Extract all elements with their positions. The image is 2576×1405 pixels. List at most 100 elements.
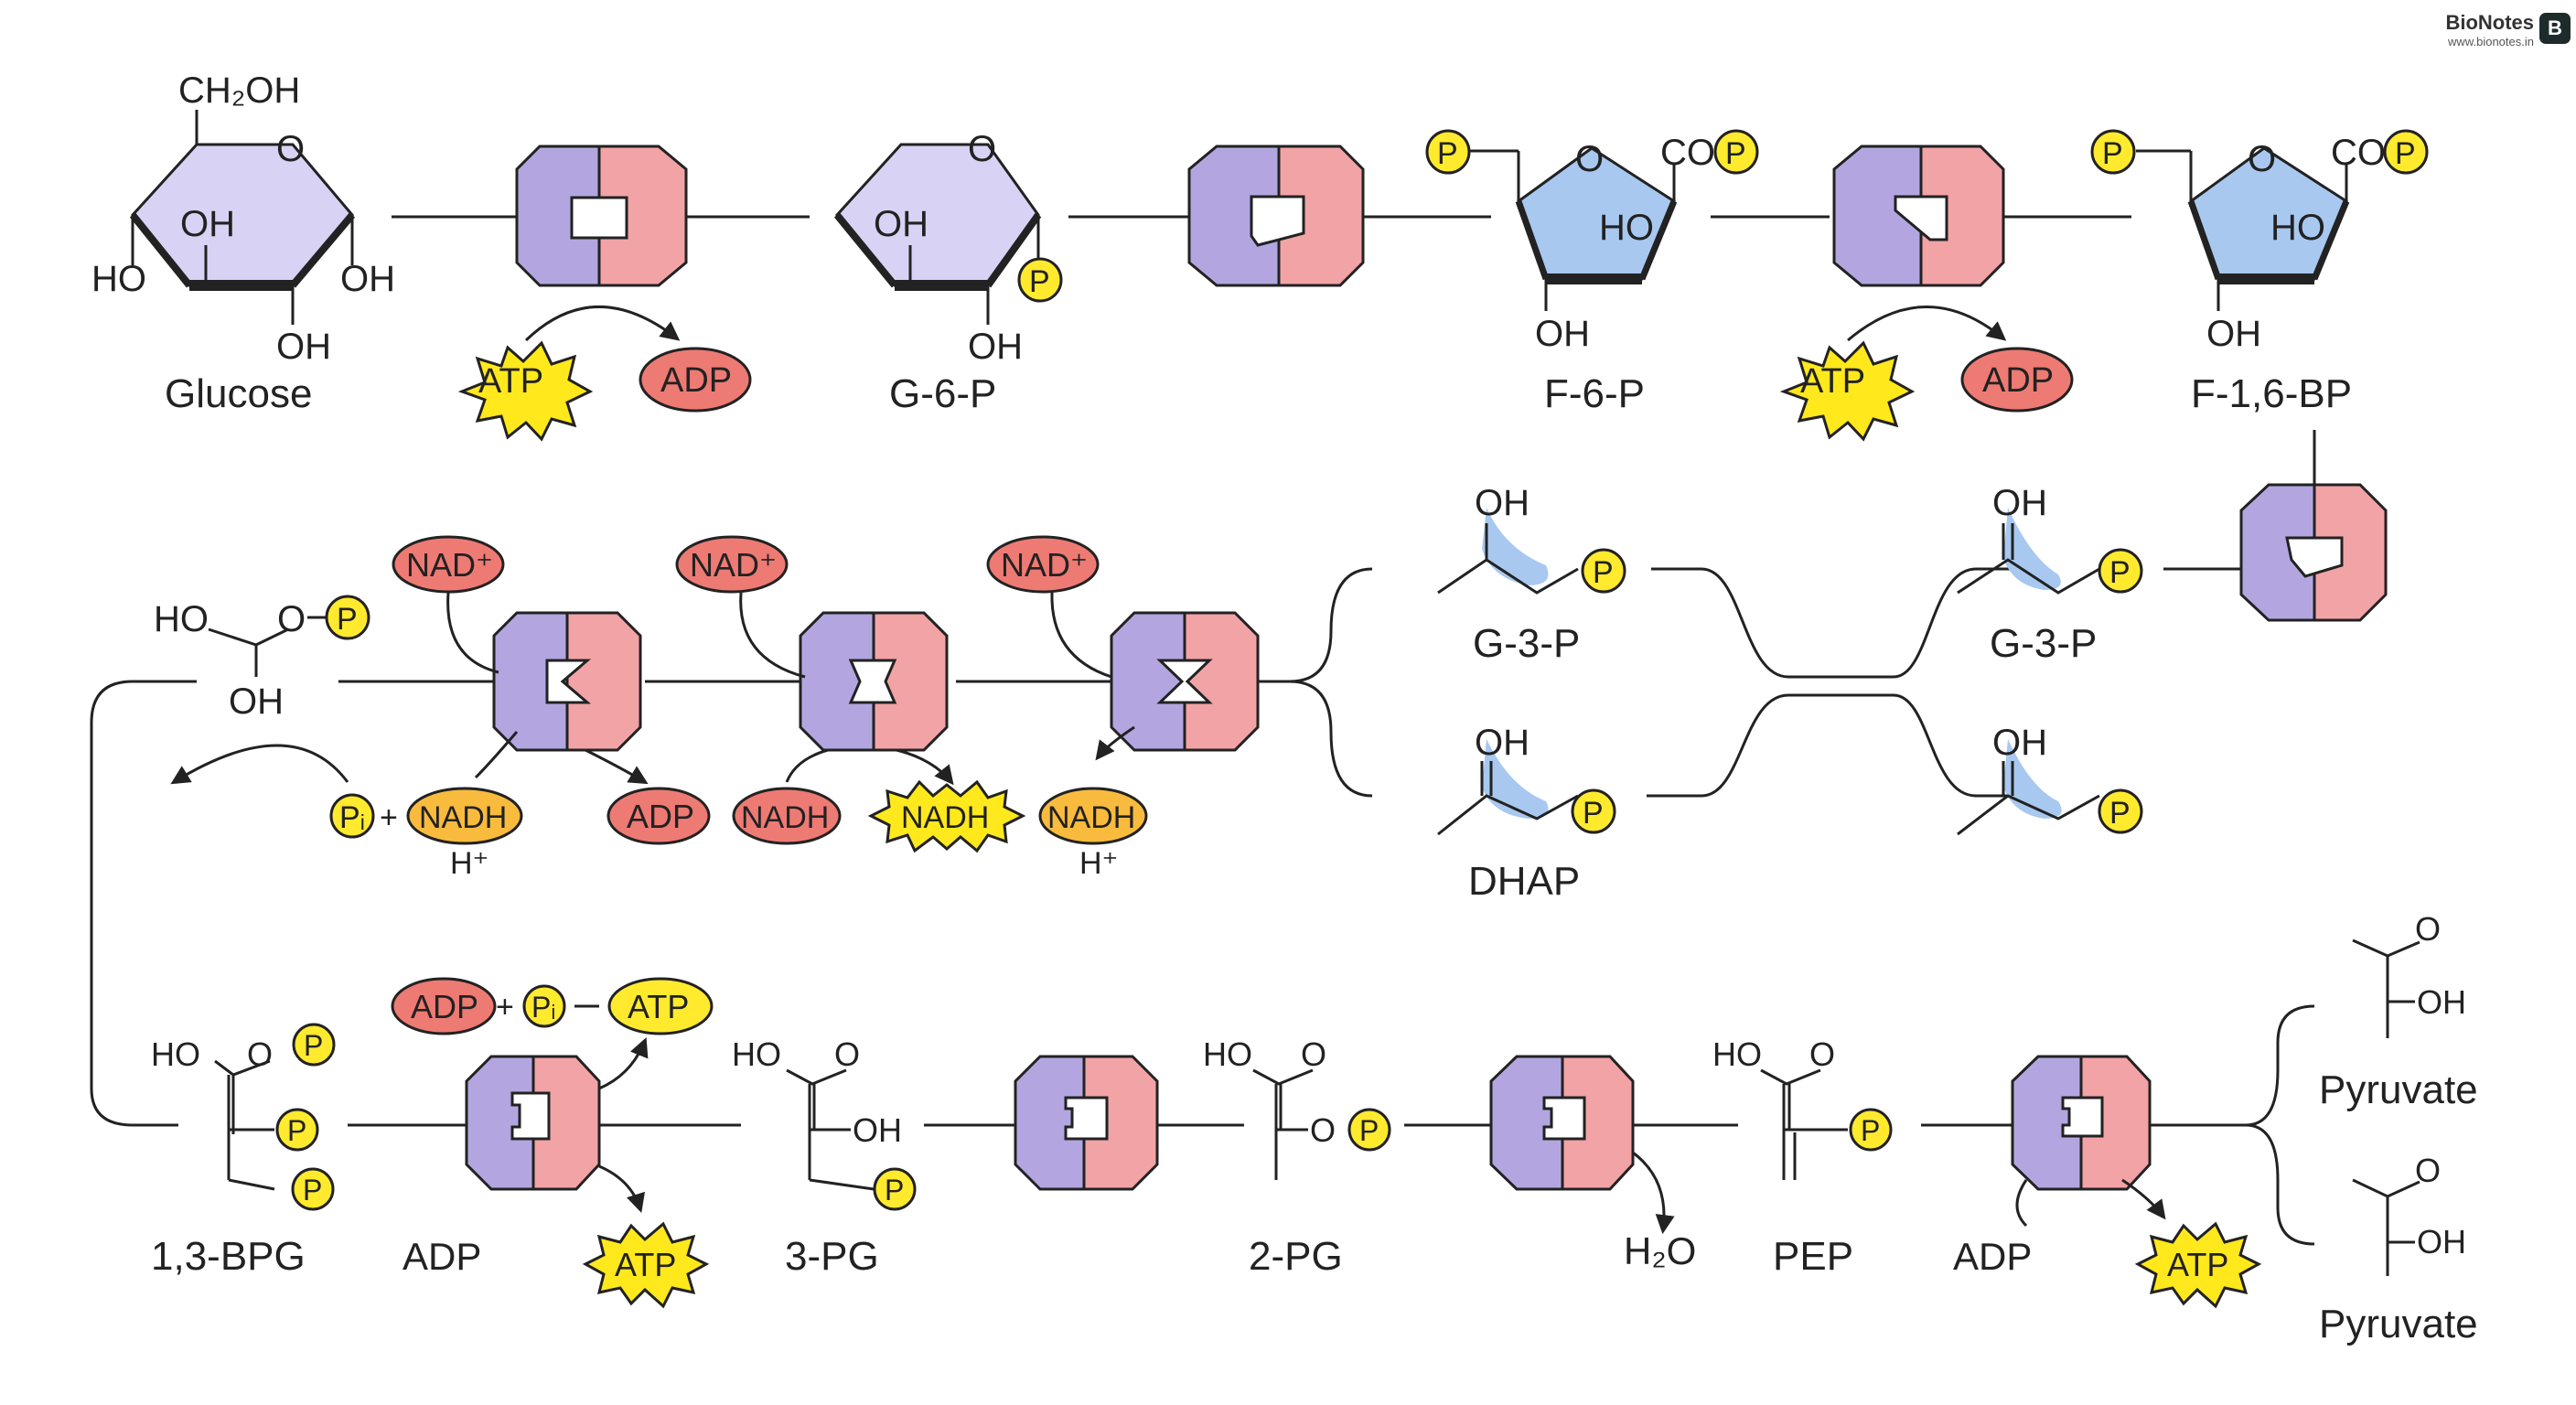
bpg13-phosphate-1-label: P [304, 1029, 323, 1062]
pg3-ho: HO [732, 1035, 781, 1073]
f6p-phosphate-left-label: P [1437, 136, 1458, 171]
g3p-right-oh: OH [1992, 483, 2047, 523]
atp-star-1: ATP [457, 340, 594, 442]
pg3-phosphate-label: P [885, 1174, 904, 1207]
g6p-phosphate-label: P [1029, 264, 1050, 299]
nad-plus-2: NAD⁺ [675, 535, 789, 594]
enzyme-11 [2011, 1055, 2152, 1191]
nad-plus-label-2: NAD⁺ [690, 546, 777, 584]
f6p-phosphate-right-icon [1713, 129, 1759, 175]
adp-oval-4: ADP [391, 977, 497, 1035]
enzyme-4 [2239, 483, 2388, 622]
atp-label-1: ATP [478, 362, 543, 401]
glucose-oh-c1: OH [340, 259, 395, 299]
f16bp-co: CO [2331, 133, 2386, 173]
g3p-mid-oh: OH [1475, 483, 1530, 523]
nadh-oval-2: NADH [732, 787, 842, 845]
f6p-oh: OH [1535, 314, 1590, 354]
nadh-label-2: NADH [741, 800, 829, 835]
phosphate-oh: OH [229, 681, 284, 722]
brand-name: BioNotes [2445, 11, 2534, 34]
enzyme-3 [1832, 145, 2005, 287]
bpg13-phosphate-2-icon [275, 1108, 319, 1152]
nad-arrows [170, 592, 1135, 786]
f6p-phosphate-left-icon [1425, 129, 1471, 175]
pgk-arrows [598, 1037, 649, 1214]
g6p-oh-c3: OH [874, 204, 928, 244]
bpg13-structure: HO O P P P 1,3-BPG [151, 1023, 336, 1279]
glucose-ch2oh: CH₂OH [178, 70, 300, 111]
glucose-ring-o: O [276, 129, 305, 169]
g3p-mid-structure: OH P G-3-P [1437, 483, 1626, 666]
atp-oval: ATP [607, 977, 714, 1035]
atp-label-4: ATP [2167, 1246, 2228, 1283]
pg3-oh: OH [853, 1111, 902, 1149]
glucose-oh-c2: OH [276, 327, 331, 367]
pg3-phosphate-icon [873, 1167, 917, 1211]
dhap-right-phosphate-icon [2098, 788, 2143, 834]
phosphate-p-icon [325, 595, 370, 640]
glucose-ho-c4: HO [91, 259, 146, 299]
pep-phosphate-icon [1849, 1108, 1893, 1152]
atp-star-2: ATP [1779, 340, 1916, 442]
f16bp-phosphate-right-label: P [2395, 136, 2416, 171]
nadh-oval-3: NADH [1038, 787, 1148, 845]
label-pep: PEP [1773, 1234, 1853, 1279]
enzyme-5 [492, 611, 642, 752]
f16bp-oh: OH [2206, 314, 2261, 354]
atp-star-4: ATP [2134, 1221, 2262, 1309]
f16bp-phosphate-right-icon [2383, 129, 2429, 175]
bpg13-phosphate-1-icon [292, 1023, 336, 1067]
dhap-right-phosphate-label: P [2109, 796, 2131, 831]
dhap-structure: OH P DHAP [1437, 723, 1616, 904]
pep-ho: HO [1712, 1035, 1762, 1073]
f16bp-ring-o: O [2248, 139, 2276, 179]
adp-oval-2: ADP [1960, 347, 2074, 413]
h2o-label: H₂O [1624, 1229, 1696, 1272]
enzyme-7 [1110, 611, 1260, 752]
pi-label-1: Pᵢ [339, 800, 365, 835]
h-plus-2: H⁺ [1079, 846, 1119, 881]
brand-logo-icon: B [2539, 13, 2571, 44]
brand: BioNotes www.bionotes.in B [2445, 11, 2571, 48]
phosphate-o: O [277, 599, 306, 639]
dhap-right-oh: OH [1992, 723, 2047, 763]
pi-circle-1: Pᵢ [329, 793, 375, 839]
label-g6p: G-6-P [889, 371, 996, 416]
nadh-oval-1: NADH [406, 787, 523, 845]
plus-sign-1: + [380, 800, 398, 835]
adp-oval-1: ADP [639, 347, 752, 413]
row2-connectors [90, 567, 2241, 1127]
enzyme-1 [515, 145, 688, 287]
label-f6p: F-6-P [1544, 371, 1645, 416]
dhap-right-structure: OH P [1957, 723, 2143, 836]
g3p-right-structure: OH P G-3-P [1957, 483, 2143, 666]
enzyme-2 [1187, 145, 1365, 287]
g3p-mid-phosphate-label: P [1593, 555, 1614, 590]
label-pg2: 2-PG [1249, 1234, 1343, 1279]
enzyme-6 [799, 611, 949, 752]
adp-label-4: ADP [411, 988, 478, 1025]
pg3-o: O [834, 1035, 860, 1073]
phosphate-p-label: P [337, 602, 358, 637]
row3-connectors [348, 1004, 2315, 1246]
label-adp-pgk: ADP [402, 1235, 481, 1278]
h-plus-1: H⁺ [450, 846, 489, 881]
label-g3p-right: G-3-P [1990, 621, 2097, 666]
dhap-phosphate-icon [1571, 788, 1616, 834]
f16bp-phosphate-left-icon [2090, 129, 2136, 175]
atp-label-2: ATP [1800, 362, 1865, 401]
nadh-star-label: NADH [901, 800, 989, 835]
g6p-phosphate-icon [1017, 257, 1063, 303]
enzyme-10 [1489, 1055, 1635, 1191]
pg2-phosphate-label: P [1359, 1114, 1379, 1147]
enzyme-8 [465, 1055, 601, 1191]
label-pyruvate-top: Pyruvate [2319, 1067, 2478, 1112]
g6p-oh-c2: OH [968, 327, 1023, 367]
adp-label-2: ADP [1982, 361, 2054, 400]
nad-plus-1: NAD⁺ [392, 535, 505, 594]
pyruvate-top-structure: O OH Pyruvate [2319, 910, 2478, 1112]
pyruvate-top-oh: OH [2417, 983, 2466, 1021]
brand-url: www.bionotes.in [2448, 35, 2534, 48]
